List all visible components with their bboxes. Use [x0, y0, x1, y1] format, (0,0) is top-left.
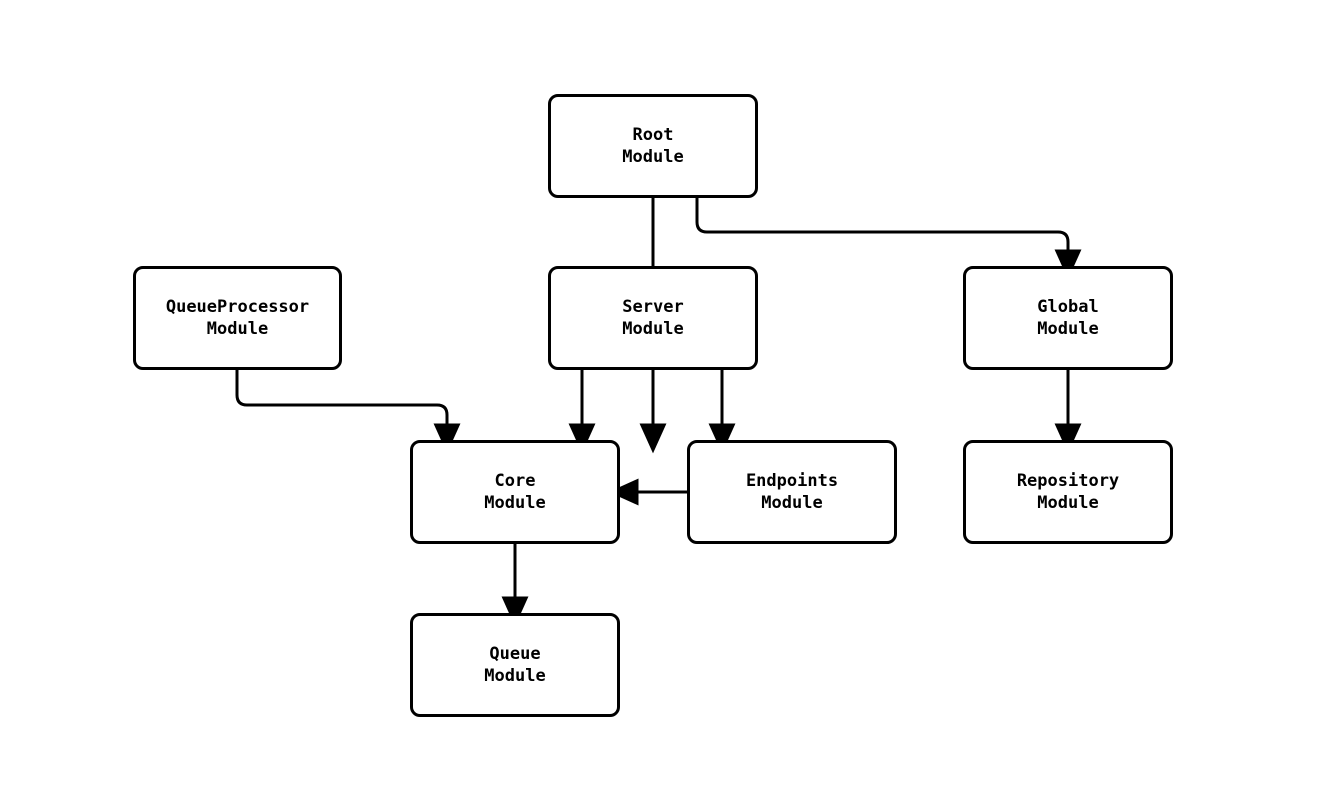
global-module-label-line1: Global	[1037, 297, 1099, 317]
root-module-label-line2: Module	[622, 147, 684, 167]
edge-root-to-global	[695, 198, 1082, 280]
queue-module-label-line1: Queue	[489, 644, 541, 664]
endpoints-module-label-line1: Endpoints	[745, 471, 839, 491]
core-module-node[interactable]: Core Module	[410, 440, 620, 544]
repository-module-label-line1: Repository	[1016, 471, 1120, 491]
global-module-label-line2: Module	[1037, 319, 1099, 339]
repository-module-node[interactable]: Repository Module	[963, 440, 1173, 544]
server-module-label-line2: Module	[622, 319, 684, 339]
queueprocessor-module-label-line2: Module	[206, 319, 269, 339]
core-module-label-line1: Core	[494, 471, 536, 491]
core-module-label-line2: Module	[484, 493, 546, 513]
queue-module-node[interactable]: Queue Module	[410, 613, 620, 717]
endpoints-module-node[interactable]: Endpoints Module	[687, 440, 897, 544]
endpoints-module-label-line2: Module	[761, 493, 823, 513]
global-module-node[interactable]: Global Module	[963, 266, 1173, 370]
queueprocessor-module-label-line1: QueueProcessor	[165, 297, 310, 317]
root-module-label-line1: Root	[632, 125, 674, 145]
server-module-node[interactable]: Server Module	[548, 266, 758, 370]
server-module-label-line1: Server	[622, 297, 684, 317]
edge-queueprocessor-to-core	[235, 370, 461, 454]
root-module-node[interactable]: Root Module	[548, 94, 758, 198]
repository-module-label-line2: Module	[1037, 493, 1099, 513]
queue-module-label-line2: Module	[484, 666, 546, 686]
queueprocessor-module-node[interactable]: QueueProcessor Module	[133, 266, 342, 370]
